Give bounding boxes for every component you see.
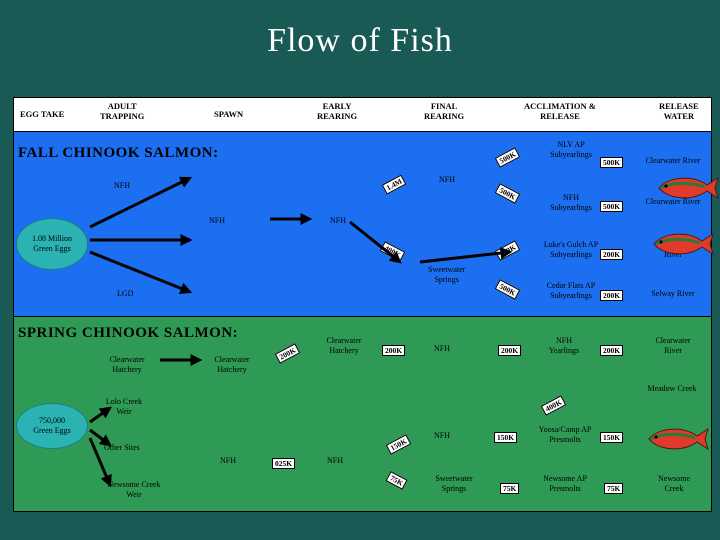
fall-arrow-6 [419, 247, 513, 264]
spring-num-75b: 75K [500, 483, 520, 494]
spring-num-200b: 200K [382, 345, 406, 356]
spring-chinook-section: SPRING CHINOOK SALMON: Clearwater Hatche… [13, 316, 712, 512]
spring-cw-hatchery-c: Clearwater Hatchery [326, 336, 362, 355]
spring-num-75c: 75K [604, 483, 624, 494]
header-spawn: SPAWN [214, 109, 244, 119]
header-final-rearing: FINAL REARING [424, 101, 465, 121]
fall-sub-lukes: Luke's Gulch AP Subyearlings [543, 240, 599, 259]
header-acclimation-release: ACCLIMATION & RELEASE [524, 101, 596, 121]
fall-arrow-1 [89, 176, 193, 229]
fall-section-title: FALL CHINOOK SALMON: [18, 145, 219, 161]
fall-chinook-section: FALL CHINOOK SALMON: NFH NFH NFH NFH LGD… [13, 131, 712, 317]
spring-arrow-2 [89, 406, 112, 424]
spring-cw-hatchery-b: Clearwater Hatchery [214, 355, 250, 374]
header-egg-take: EGG TAKE [20, 109, 65, 119]
spring-arrow-3 [89, 428, 112, 447]
spring-num-200c: 200K [498, 345, 522, 356]
fall-rel4: Selway River [651, 289, 695, 298]
fall-nfh-top: NFH [439, 175, 456, 184]
stage-header: EGG TAKE ADULT TRAPPING SPAWN EARLY REAR… [13, 97, 712, 132]
salmon-icon-3 [648, 427, 709, 451]
spring-meadow-creek: Meadow Creek [647, 384, 697, 393]
spring-nfh-d: NFH [327, 456, 344, 465]
spring-nfh-b: NFH [434, 431, 451, 440]
fall-arrow-5 [349, 220, 402, 264]
spring-yearlings: NFH Yearlings [548, 336, 580, 355]
spring-num-025: 025K [272, 458, 296, 469]
spring-cw-river: Clearwater River [655, 336, 691, 355]
spring-yoosa: Yoosa/Camp AP Presmolts [538, 425, 592, 444]
spring-cw-hatchery-a: Clearwater Hatchery [109, 355, 145, 374]
page-title: Flow of Fish [267, 22, 453, 59]
header-early-rearing: EARLY REARING [317, 101, 358, 121]
header-adult-trapping: ADULT TRAPPING [100, 101, 145, 121]
fall-rel3-num: 200K [600, 249, 624, 260]
spring-num-150c: 150K [600, 432, 624, 443]
fall-rel2: Clearwater River [645, 197, 701, 206]
fall-sub-cedar: Cedar Flats AP Subyearlings [546, 281, 596, 300]
spring-newsome-weir: Newsome Creek Weir [107, 480, 161, 499]
spring-other-sites: Other Sites [104, 443, 140, 452]
fall-rel4-num: 200K [600, 290, 624, 301]
spring-nfh-a: NFH [434, 344, 451, 353]
spring-num-150b: 150K [494, 432, 518, 443]
spring-newsome-ap: Newsome AP Presmolts [543, 474, 587, 493]
spring-arrow-4 [88, 437, 112, 488]
fall-rel2-num: 500K [600, 201, 624, 212]
salmon-icon [658, 176, 719, 200]
fall-arrow-4 [89, 250, 193, 295]
spring-nfh-c: NFH [220, 456, 237, 465]
fall-sub-nlv: NLV AP Subyearlings [550, 140, 592, 159]
salmon-icon-2 [653, 232, 714, 256]
fall-nfh-mid-a: NFH [209, 216, 226, 225]
fall-nfh-left: NFH [114, 181, 131, 190]
spring-newsome-creek: Newsome Creek [658, 474, 690, 493]
spring-section-title: SPRING CHINOOK SALMON: [18, 325, 239, 341]
spring-num-200d: 200K [600, 345, 624, 356]
fall-sub-nfh: NFH Subyearlings [550, 193, 592, 212]
fall-nfh-mid-b: NFH [330, 216, 347, 225]
fall-green-eggs-oval: 1.08 Million Green Eggs [16, 218, 88, 270]
spring-lolo-weir: Lolo Creek Weir [105, 397, 143, 416]
fall-rel1: Clearwater River [645, 156, 701, 165]
spring-green-eggs-oval: 750,000 Green Eggs [16, 403, 88, 449]
fall-rel1-num: 500K [600, 157, 624, 168]
fall-lgd: LGD [117, 289, 134, 298]
fall-sweetwater: Sweetwater Springs [428, 265, 466, 284]
spring-sweetwater: Sweetwater Springs [435, 474, 473, 493]
header-release-water: RELEASE WATER [659, 101, 699, 121]
